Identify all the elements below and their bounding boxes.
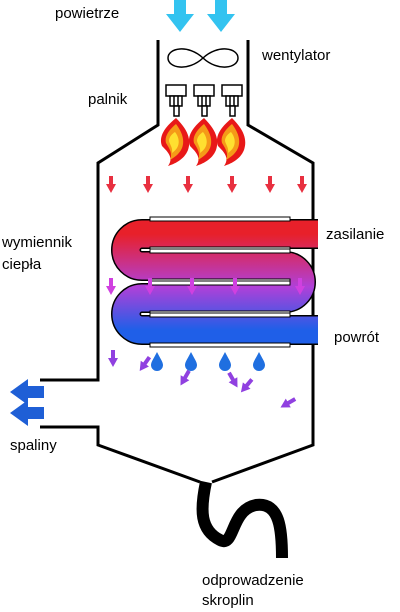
flow-arrow-icon bbox=[106, 176, 116, 193]
cooled-gas-arrows bbox=[108, 350, 297, 408]
flow-arrow-icon bbox=[295, 278, 305, 295]
flow-arrow-icon bbox=[265, 176, 275, 193]
boiler-housing bbox=[40, 40, 315, 484]
hot-gas-arrows bbox=[106, 176, 307, 193]
flame-icon bbox=[188, 118, 218, 166]
burner-assembly bbox=[165, 84, 243, 117]
label-drain-line2: skroplin bbox=[202, 592, 254, 609]
mid-gas-arrows bbox=[106, 278, 305, 295]
flow-arrow-icon bbox=[240, 378, 254, 393]
exhaust-arrow-icon bbox=[10, 400, 44, 426]
flow-arrow-icon bbox=[183, 176, 193, 193]
air-intake-arrows bbox=[166, 0, 235, 32]
air-intake-arrow-icon bbox=[207, 0, 235, 32]
fan-icon bbox=[167, 48, 239, 68]
label-air: powietrze bbox=[55, 5, 120, 22]
flames bbox=[160, 118, 246, 166]
label-exchanger-line1: wymiennik bbox=[2, 234, 73, 251]
droplet-icon bbox=[219, 352, 231, 371]
flow-arrow-icon bbox=[145, 278, 155, 295]
flame-icon bbox=[160, 118, 190, 166]
label-burner: palnik bbox=[88, 91, 128, 108]
label-exhaust: spaliny bbox=[10, 437, 57, 454]
droplet-icon bbox=[253, 352, 265, 371]
housing-left-lower-wall bbox=[40, 425, 201, 484]
flow-arrow-icon bbox=[280, 397, 297, 408]
air-intake-arrow-icon bbox=[166, 0, 194, 32]
condensate-droplets bbox=[151, 352, 265, 371]
drain-hose-icon bbox=[196, 480, 288, 559]
burner-nozzle-icon bbox=[193, 84, 215, 117]
coil-fins bbox=[149, 216, 291, 348]
label-fan: wentylator bbox=[262, 47, 331, 64]
label-drain-line1: odprowadzenie bbox=[202, 572, 304, 589]
housing-left-upper-wall bbox=[40, 40, 160, 382]
label-return: powrót bbox=[334, 329, 380, 346]
burner-nozzle-icon bbox=[221, 84, 243, 117]
flow-arrow-icon bbox=[108, 350, 118, 367]
flame-icon bbox=[216, 118, 246, 166]
label-exchanger-line2: ciepła bbox=[2, 256, 42, 273]
flow-arrow-icon bbox=[106, 278, 116, 295]
droplet-icon bbox=[185, 352, 197, 371]
burner-nozzle-icon bbox=[165, 84, 187, 117]
label-supply: zasilanie bbox=[326, 226, 385, 243]
flow-arrow-icon bbox=[297, 176, 307, 193]
droplet-icon bbox=[151, 352, 163, 371]
flow-arrow-icon bbox=[180, 369, 191, 386]
flow-arrow-icon bbox=[187, 278, 197, 295]
housing-right-wall bbox=[211, 40, 315, 484]
exhaust-arrow-icon bbox=[10, 379, 44, 405]
flow-arrow-icon bbox=[143, 176, 153, 193]
flow-arrow-icon bbox=[227, 176, 237, 193]
flow-arrow-icon bbox=[227, 371, 238, 388]
flow-arrow-icon bbox=[230, 278, 240, 295]
heat-exchanger-coil bbox=[111, 216, 318, 348]
flow-arrow-icon bbox=[139, 355, 152, 372]
exhaust-arrows bbox=[10, 379, 44, 426]
